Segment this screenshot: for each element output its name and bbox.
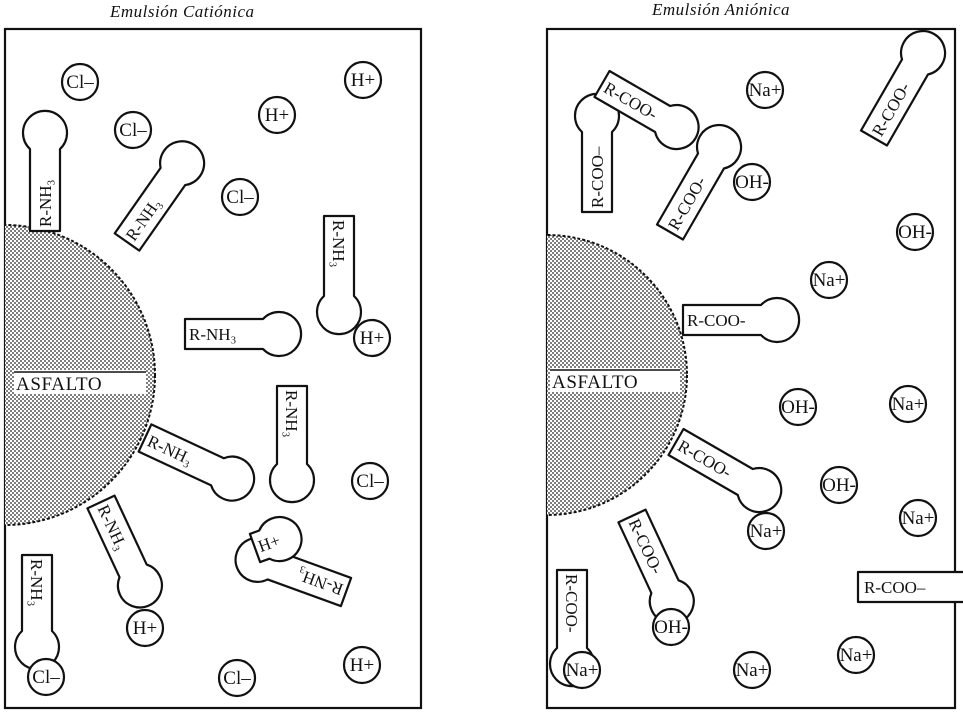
cationic-ion-label: Cl– bbox=[226, 187, 254, 208]
anionic-ion-label: Na+ bbox=[813, 270, 846, 291]
cationic-surfactant-label: R-NH₃ bbox=[27, 559, 46, 607]
cationic-surfactant: R-NH₃ bbox=[15, 555, 59, 669]
cationic-ion-label: Cl– bbox=[119, 120, 147, 141]
anionic-ion: Na+ bbox=[564, 652, 600, 688]
cationic-surfactant-label: R-NH₃ bbox=[189, 325, 237, 344]
cationic-surfactant: R-NH₃ bbox=[136, 418, 262, 508]
anionic-ion-label: OH- bbox=[898, 222, 932, 243]
cationic-ion: Cl– bbox=[62, 64, 98, 100]
anionic-ion-label: OH- bbox=[735, 172, 769, 193]
cationic-surfactant: R-NH₃ bbox=[81, 493, 169, 615]
anionic-surfactant: R-COO- bbox=[612, 507, 701, 631]
anionic-ion: Na+ bbox=[900, 500, 936, 536]
cationic-surfactant-label: R-NH₃ bbox=[36, 179, 55, 227]
cationic-ion: Cl– bbox=[352, 463, 388, 499]
anionic-ion: Na+ bbox=[734, 652, 770, 688]
cationic-surfactant: R-NH₃ bbox=[109, 133, 213, 255]
cationic-surfactant: R-NH₃ bbox=[185, 312, 301, 356]
cationic-ion-label: H+ bbox=[351, 70, 375, 91]
anionic-ion-label: OH- bbox=[654, 617, 688, 638]
anionic-ion: Na+ bbox=[811, 262, 847, 298]
cationic-ion: H+ bbox=[354, 320, 390, 356]
anionic-surfactant-label: R-COO- bbox=[562, 574, 581, 633]
asphalt-label-left: ASFALTO bbox=[14, 370, 146, 395]
cationic-surfactant-label: R-NH₃ bbox=[329, 220, 348, 268]
anionic-surfactant-label: R-COO– bbox=[864, 578, 926, 597]
anionic-ion: Na+ bbox=[747, 72, 783, 108]
cationic-ion: Cl– bbox=[115, 112, 151, 148]
cationic-surfactant: R-NH₃ bbox=[317, 216, 361, 334]
anionic-surfactant: R-COO- bbox=[683, 298, 799, 342]
cationic-ion-label: Cl– bbox=[223, 668, 251, 689]
cationic-ion: H+ bbox=[345, 62, 381, 98]
cationic-ion-label: H+ bbox=[265, 105, 289, 126]
anionic-ion: Na+ bbox=[890, 386, 926, 422]
anionic-ion: OH- bbox=[780, 389, 816, 425]
anionic-surfactant-label: R-COO- bbox=[687, 311, 746, 330]
anionic-ion: Na+ bbox=[838, 637, 874, 673]
anionic-surfactant: R-COO- bbox=[855, 23, 953, 149]
cationic-ion: Cl– bbox=[28, 659, 64, 695]
asphalt-label-right: ASFALTO bbox=[550, 368, 680, 393]
anionic-surfactant: R-COO- bbox=[665, 423, 789, 520]
cationic-ion-label: Cl– bbox=[356, 471, 384, 492]
anionic-ion: OH- bbox=[734, 164, 770, 200]
anionic-ion: Na+ bbox=[748, 513, 784, 549]
anionic-ion-label: Na+ bbox=[902, 508, 935, 529]
cationic-ion: H+ bbox=[127, 610, 163, 646]
cationic-ion: H+ bbox=[259, 97, 295, 133]
cationic-ion-label: Cl– bbox=[32, 667, 60, 688]
anionic-ion-label: OH- bbox=[781, 397, 815, 418]
anionic-ion-label: Na+ bbox=[892, 394, 925, 415]
cationic-panel: ASFALTO R-NH₃R-NH₃R-NH₃R-NH₃R-NH₃R-NH₃R-… bbox=[0, 29, 421, 708]
anionic-ion-label: Na+ bbox=[566, 660, 599, 681]
anionic-ion-label: Na+ bbox=[749, 80, 782, 101]
anionic-ion: OH- bbox=[821, 467, 857, 503]
anionic-surfactant: R-COO– bbox=[575, 94, 619, 212]
cationic-ion-label: Cl– bbox=[66, 72, 94, 93]
cationic-ion: H+ bbox=[344, 647, 380, 683]
svg-text:ASFALTO: ASFALTO bbox=[16, 374, 102, 395]
cationic-surfactant-label: R-NH₃ bbox=[282, 390, 301, 438]
svg-text:ASFALTO: ASFALTO bbox=[552, 372, 638, 393]
anionic-ion-label: Na+ bbox=[840, 645, 873, 666]
anionic-ion: OH- bbox=[653, 609, 689, 645]
anionic-surfactant-label: R-COO– bbox=[588, 146, 607, 208]
cationic-ion: Cl– bbox=[222, 179, 258, 215]
cationic-ion-label: H+ bbox=[350, 655, 374, 676]
anionic-ion-label: Na+ bbox=[750, 521, 783, 542]
anionic-surfactant: R-COO– bbox=[858, 572, 963, 602]
cationic-surfactant: R-NH₃ bbox=[23, 111, 67, 231]
anionic-ion-label: OH- bbox=[822, 475, 856, 496]
anionic-panel: ASFALTO R-COO–R-COO-R-COO-R-COO-R-COO-R-… bbox=[407, 23, 963, 708]
cationic-ion-label: H+ bbox=[133, 618, 157, 639]
anionic-ion-label: Na+ bbox=[736, 660, 769, 681]
anionic-ion: OH- bbox=[897, 214, 933, 250]
cationic-surfactant: R-NH₃ bbox=[270, 386, 314, 502]
cationic-ion: Cl– bbox=[219, 660, 255, 696]
cationic-ion-label: H+ bbox=[360, 328, 384, 349]
